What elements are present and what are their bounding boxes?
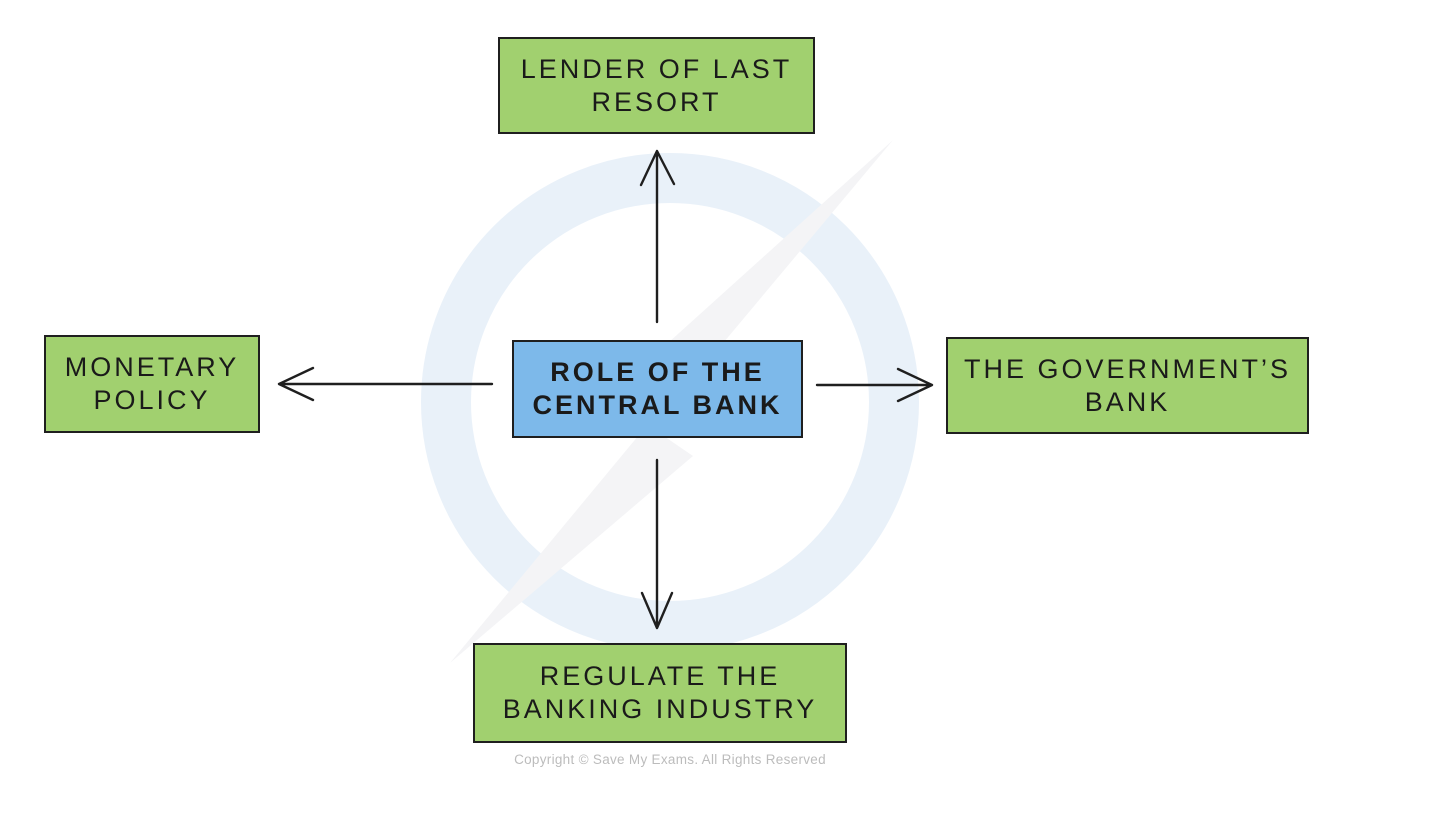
node-label-line: POLICY <box>93 385 211 415</box>
node-role-of-the-central-bank: ROLE OF THE CENTRAL BANK <box>512 340 803 438</box>
node-label-line: LENDER OF LAST <box>520 53 793 84</box>
node-label-line: ROLE OF THE <box>550 357 765 387</box>
arrow-down-icon <box>640 458 674 630</box>
node-the-governments-bank: THE GOVERNMENT’S BANK <box>946 337 1309 434</box>
arrow-up-icon <box>639 149 676 324</box>
node-monetary-policy: MONETARY POLICY <box>44 335 260 433</box>
node-label-line: CENTRAL BANK <box>532 390 783 420</box>
copyright-text: Copyright © Save My Exams. All Rights Re… <box>514 752 826 767</box>
arrow-left-icon <box>277 366 494 402</box>
node-label-line: REGULATE THE <box>539 661 781 691</box>
node-label-line: BANK <box>1084 386 1171 417</box>
node-label-line: THE GOVERNMENT’S <box>963 353 1292 384</box>
node-regulate-the-banking-industry: REGULATE THE BANKING INDUSTRY <box>473 643 847 743</box>
node-label-line: RESORT <box>591 86 722 117</box>
node-label-line: MONETARY <box>64 352 240 382</box>
node-label-line: BANKING INDUSTRY <box>502 694 818 724</box>
arrow-right-icon <box>815 367 934 403</box>
node-lender-of-last-resort: LENDER OF LAST RESORT <box>498 37 815 134</box>
